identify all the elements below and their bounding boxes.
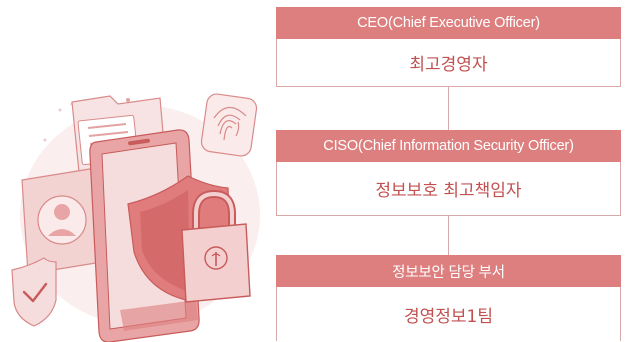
org-box-security-dept: 정보보안 담당 부서 경영정보1팀 bbox=[276, 255, 621, 341]
fingerprint-icon bbox=[200, 93, 258, 157]
org-title-security-dept: 정보보안 담당 부서 bbox=[276, 255, 621, 287]
org-chart: CEO(Chief Executive Officer) 최고경영자 CISO(… bbox=[276, 0, 621, 342]
org-title-ciso: CISO(Chief Information Security Officer) bbox=[276, 130, 621, 162]
org-role-ciso: 정보보호 최고책임자 bbox=[276, 162, 621, 216]
connector-line bbox=[448, 87, 449, 130]
security-illustration bbox=[11, 93, 260, 342]
connector-line bbox=[448, 216, 449, 255]
org-box-ceo: CEO(Chief Executive Officer) 최고경영자 bbox=[276, 7, 621, 87]
org-role-ceo: 최고경영자 bbox=[276, 39, 621, 87]
user-avatar-icon bbox=[21, 167, 103, 275]
org-team-name: 경영정보1팀 bbox=[276, 287, 621, 341]
org-title-ceo: CEO(Chief Executive Officer) bbox=[276, 7, 621, 39]
org-box-ciso: CISO(Chief Information Security Officer)… bbox=[276, 130, 621, 216]
padlock-icon bbox=[181, 189, 251, 303]
checkmark-shield-icon bbox=[11, 257, 57, 327]
